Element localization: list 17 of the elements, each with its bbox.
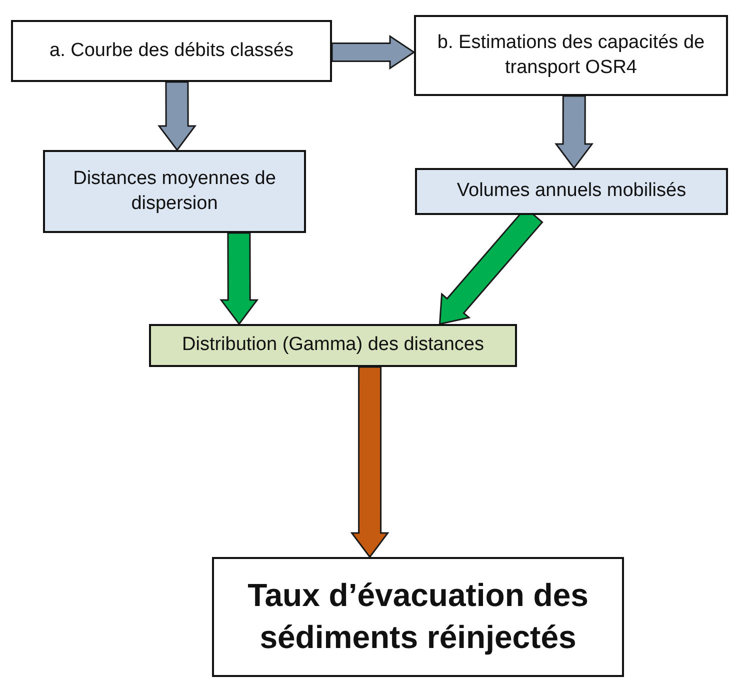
process-box	[415, 168, 728, 215]
box-text: Distances moyennes de dispersion	[72, 166, 277, 216]
block-arrow	[220, 232, 259, 326]
process-box	[11, 20, 332, 82]
box-text: b. Estimations des capacités de transport OSR4	[436, 30, 706, 80]
block-arrow	[350, 366, 390, 558]
block-arrow	[158, 81, 197, 152]
process-box	[414, 15, 728, 96]
box-text: a. Courbe des débits classés	[50, 38, 294, 63]
box-text: Taux d’évacuation des sédiments réinjectés	[246, 576, 590, 657]
process-box	[149, 324, 517, 367]
block-arrow	[331, 34, 416, 70]
process-box	[43, 150, 306, 233]
box-text: Distribution (Gamma) des distances	[182, 333, 484, 358]
block-arrow	[554, 95, 594, 170]
box-text: Volumes annuels mobilisés	[456, 179, 686, 204]
result-box	[212, 557, 624, 677]
